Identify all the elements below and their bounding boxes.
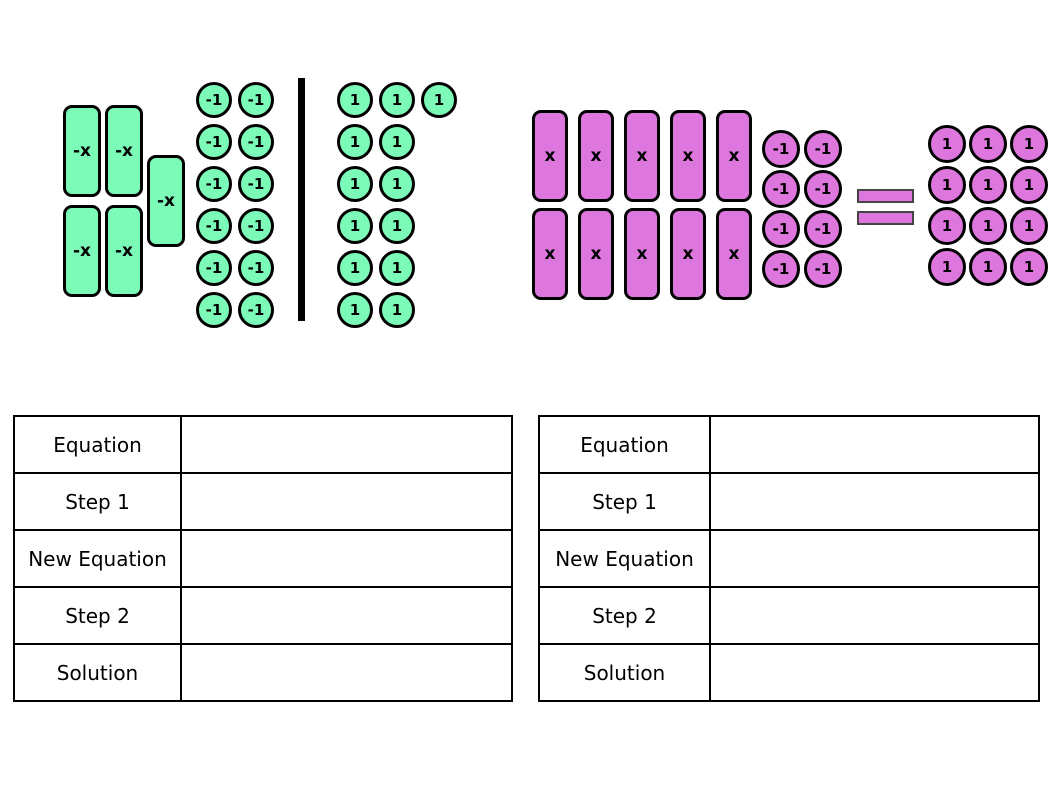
table-row: New Equation xyxy=(538,529,1040,588)
neg-x-tile[interactable]: -x xyxy=(63,205,101,297)
pos-one-chip[interactable]: 1 xyxy=(928,125,966,163)
row-label-new-equation: New Equation xyxy=(13,529,182,588)
pos-one-chip[interactable]: 1 xyxy=(928,248,966,286)
pos-x-tile[interactable]: x xyxy=(624,208,660,300)
pos-one-chip[interactable]: 1 xyxy=(421,82,457,118)
pos-one-chip[interactable]: 1 xyxy=(379,82,415,118)
neg-one-chip[interactable]: -1 xyxy=(196,250,232,286)
row-label-equation: Equation xyxy=(13,415,182,474)
pos-one-chip[interactable]: 1 xyxy=(337,208,373,244)
neg-one-chip[interactable]: -1 xyxy=(238,250,274,286)
pos-one-chip[interactable]: 1 xyxy=(1010,166,1048,204)
neg-x-tile[interactable]: -x xyxy=(105,105,143,197)
pos-one-chip[interactable]: 1 xyxy=(337,82,373,118)
neg-one-chip[interactable]: -1 xyxy=(238,208,274,244)
neg-one-chip[interactable]: -1 xyxy=(196,166,232,202)
pos-one-chip[interactable]: 1 xyxy=(379,124,415,160)
pos-one-chip[interactable]: 1 xyxy=(928,166,966,204)
neg-x-tile[interactable]: -x xyxy=(63,105,101,197)
neg-one-chip[interactable]: -1 xyxy=(196,208,232,244)
row-answer-step-1[interactable] xyxy=(709,472,1040,531)
pos-x-tile[interactable]: x xyxy=(670,110,706,202)
row-label-step-2: Step 2 xyxy=(538,586,711,645)
pos-one-chip[interactable]: 1 xyxy=(969,125,1007,163)
table-row: Equation xyxy=(13,415,513,474)
equation-divider-bar xyxy=(298,78,305,321)
pos-one-chip[interactable]: 1 xyxy=(379,292,415,328)
row-answer-equation[interactable] xyxy=(709,415,1040,474)
row-answer-new-equation[interactable] xyxy=(709,529,1040,588)
pos-x-tile[interactable]: x xyxy=(578,208,614,300)
row-answer-solution[interactable] xyxy=(709,643,1040,702)
neg-one-chip[interactable]: -1 xyxy=(804,250,842,288)
table-row: Step 2 xyxy=(538,586,1040,645)
pos-one-chip[interactable]: 1 xyxy=(337,124,373,160)
row-label-solution: Solution xyxy=(13,643,182,702)
pos-x-tile[interactable]: x xyxy=(578,110,614,202)
pos-one-chip[interactable]: 1 xyxy=(337,166,373,202)
neg-one-chip[interactable]: -1 xyxy=(238,82,274,118)
row-label-step-2: Step 2 xyxy=(13,586,182,645)
row-answer-step-2[interactable] xyxy=(180,586,513,645)
equals-sign-bottom-bar xyxy=(857,211,914,225)
neg-one-chip[interactable]: -1 xyxy=(196,292,232,328)
row-answer-new-equation[interactable] xyxy=(180,529,513,588)
row-label-new-equation: New Equation xyxy=(538,529,711,588)
neg-one-chip[interactable]: -1 xyxy=(238,166,274,202)
neg-one-chip[interactable]: -1 xyxy=(762,170,800,208)
neg-one-chip[interactable]: -1 xyxy=(804,210,842,248)
table-row: Solution xyxy=(13,643,513,702)
pos-one-chip[interactable]: 1 xyxy=(928,207,966,245)
pos-one-chip[interactable]: 1 xyxy=(969,166,1007,204)
neg-one-chip[interactable]: -1 xyxy=(804,170,842,208)
row-label-equation: Equation xyxy=(538,415,711,474)
row-label-solution: Solution xyxy=(538,643,711,702)
table-row: Step 1 xyxy=(13,472,513,531)
pos-x-tile[interactable]: x xyxy=(670,208,706,300)
worksheet-table-left: Equation Step 1 New Equation Step 2 Solu… xyxy=(13,415,513,702)
neg-one-chip[interactable]: -1 xyxy=(238,124,274,160)
table-row: Solution xyxy=(538,643,1040,702)
pos-one-chip[interactable]: 1 xyxy=(1010,248,1048,286)
pos-one-chip[interactable]: 1 xyxy=(379,250,415,286)
row-label-step-1: Step 1 xyxy=(13,472,182,531)
pos-one-chip[interactable]: 1 xyxy=(1010,125,1048,163)
pos-one-chip[interactable]: 1 xyxy=(969,248,1007,286)
table-row: Step 2 xyxy=(13,586,513,645)
table-row: Equation xyxy=(538,415,1040,474)
row-answer-solution[interactable] xyxy=(180,643,513,702)
pos-one-chip[interactable]: 1 xyxy=(969,207,1007,245)
row-answer-step-2[interactable] xyxy=(709,586,1040,645)
neg-one-chip[interactable]: -1 xyxy=(762,130,800,168)
pos-x-tile[interactable]: x xyxy=(532,208,568,300)
pos-one-chip[interactable]: 1 xyxy=(379,208,415,244)
worksheet-table-right: Equation Step 1 New Equation Step 2 Solu… xyxy=(538,415,1040,702)
pos-x-tile[interactable]: x xyxy=(532,110,568,202)
row-answer-equation[interactable] xyxy=(180,415,513,474)
neg-one-chip[interactable]: -1 xyxy=(762,250,800,288)
table-row: New Equation xyxy=(13,529,513,588)
equals-sign-top-bar xyxy=(857,189,914,203)
neg-one-chip[interactable]: -1 xyxy=(196,124,232,160)
neg-x-tile[interactable]: -x xyxy=(105,205,143,297)
neg-one-chip[interactable]: -1 xyxy=(762,210,800,248)
neg-x-tile[interactable]: -x xyxy=(147,155,185,247)
table-row: Step 1 xyxy=(538,472,1040,531)
pos-x-tile[interactable]: x xyxy=(716,208,752,300)
pos-one-chip[interactable]: 1 xyxy=(1010,207,1048,245)
pos-x-tile[interactable]: x xyxy=(624,110,660,202)
pos-x-tile[interactable]: x xyxy=(716,110,752,202)
row-label-step-1: Step 1 xyxy=(538,472,711,531)
neg-one-chip[interactable]: -1 xyxy=(196,82,232,118)
pos-one-chip[interactable]: 1 xyxy=(379,166,415,202)
row-answer-step-1[interactable] xyxy=(180,472,513,531)
pos-one-chip[interactable]: 1 xyxy=(337,250,373,286)
neg-one-chip[interactable]: -1 xyxy=(238,292,274,328)
pos-one-chip[interactable]: 1 xyxy=(337,292,373,328)
neg-one-chip[interactable]: -1 xyxy=(804,130,842,168)
